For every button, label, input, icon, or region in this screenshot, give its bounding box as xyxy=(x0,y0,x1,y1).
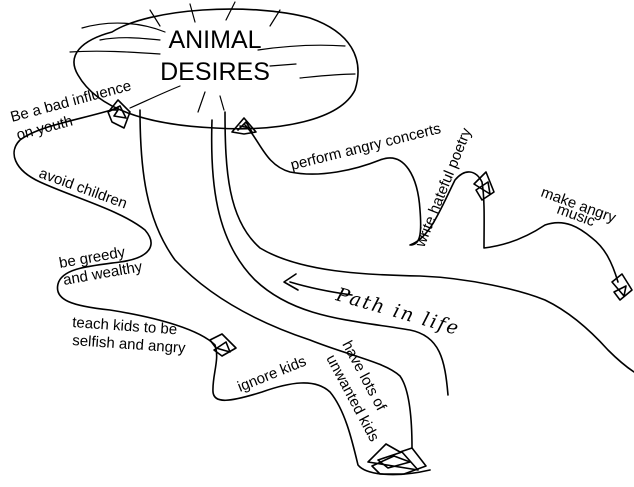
label-hateful-poetry: write hateful poetry xyxy=(412,125,476,250)
left-path-lines xyxy=(14,108,448,475)
scribble-marker-unwanted xyxy=(368,444,426,474)
label-avoid-children: avoid children xyxy=(37,165,130,213)
scribble-marker-bad-influence xyxy=(108,100,130,128)
scribble-marker-concerts xyxy=(232,118,256,134)
title-line-1: ANIMAL xyxy=(168,26,261,54)
scribble-marker-music xyxy=(612,274,632,300)
title-line-2: DESIRES xyxy=(160,58,270,86)
label-path-in-life: Path in life xyxy=(333,283,463,340)
scribble-marker-selfish xyxy=(210,334,236,356)
